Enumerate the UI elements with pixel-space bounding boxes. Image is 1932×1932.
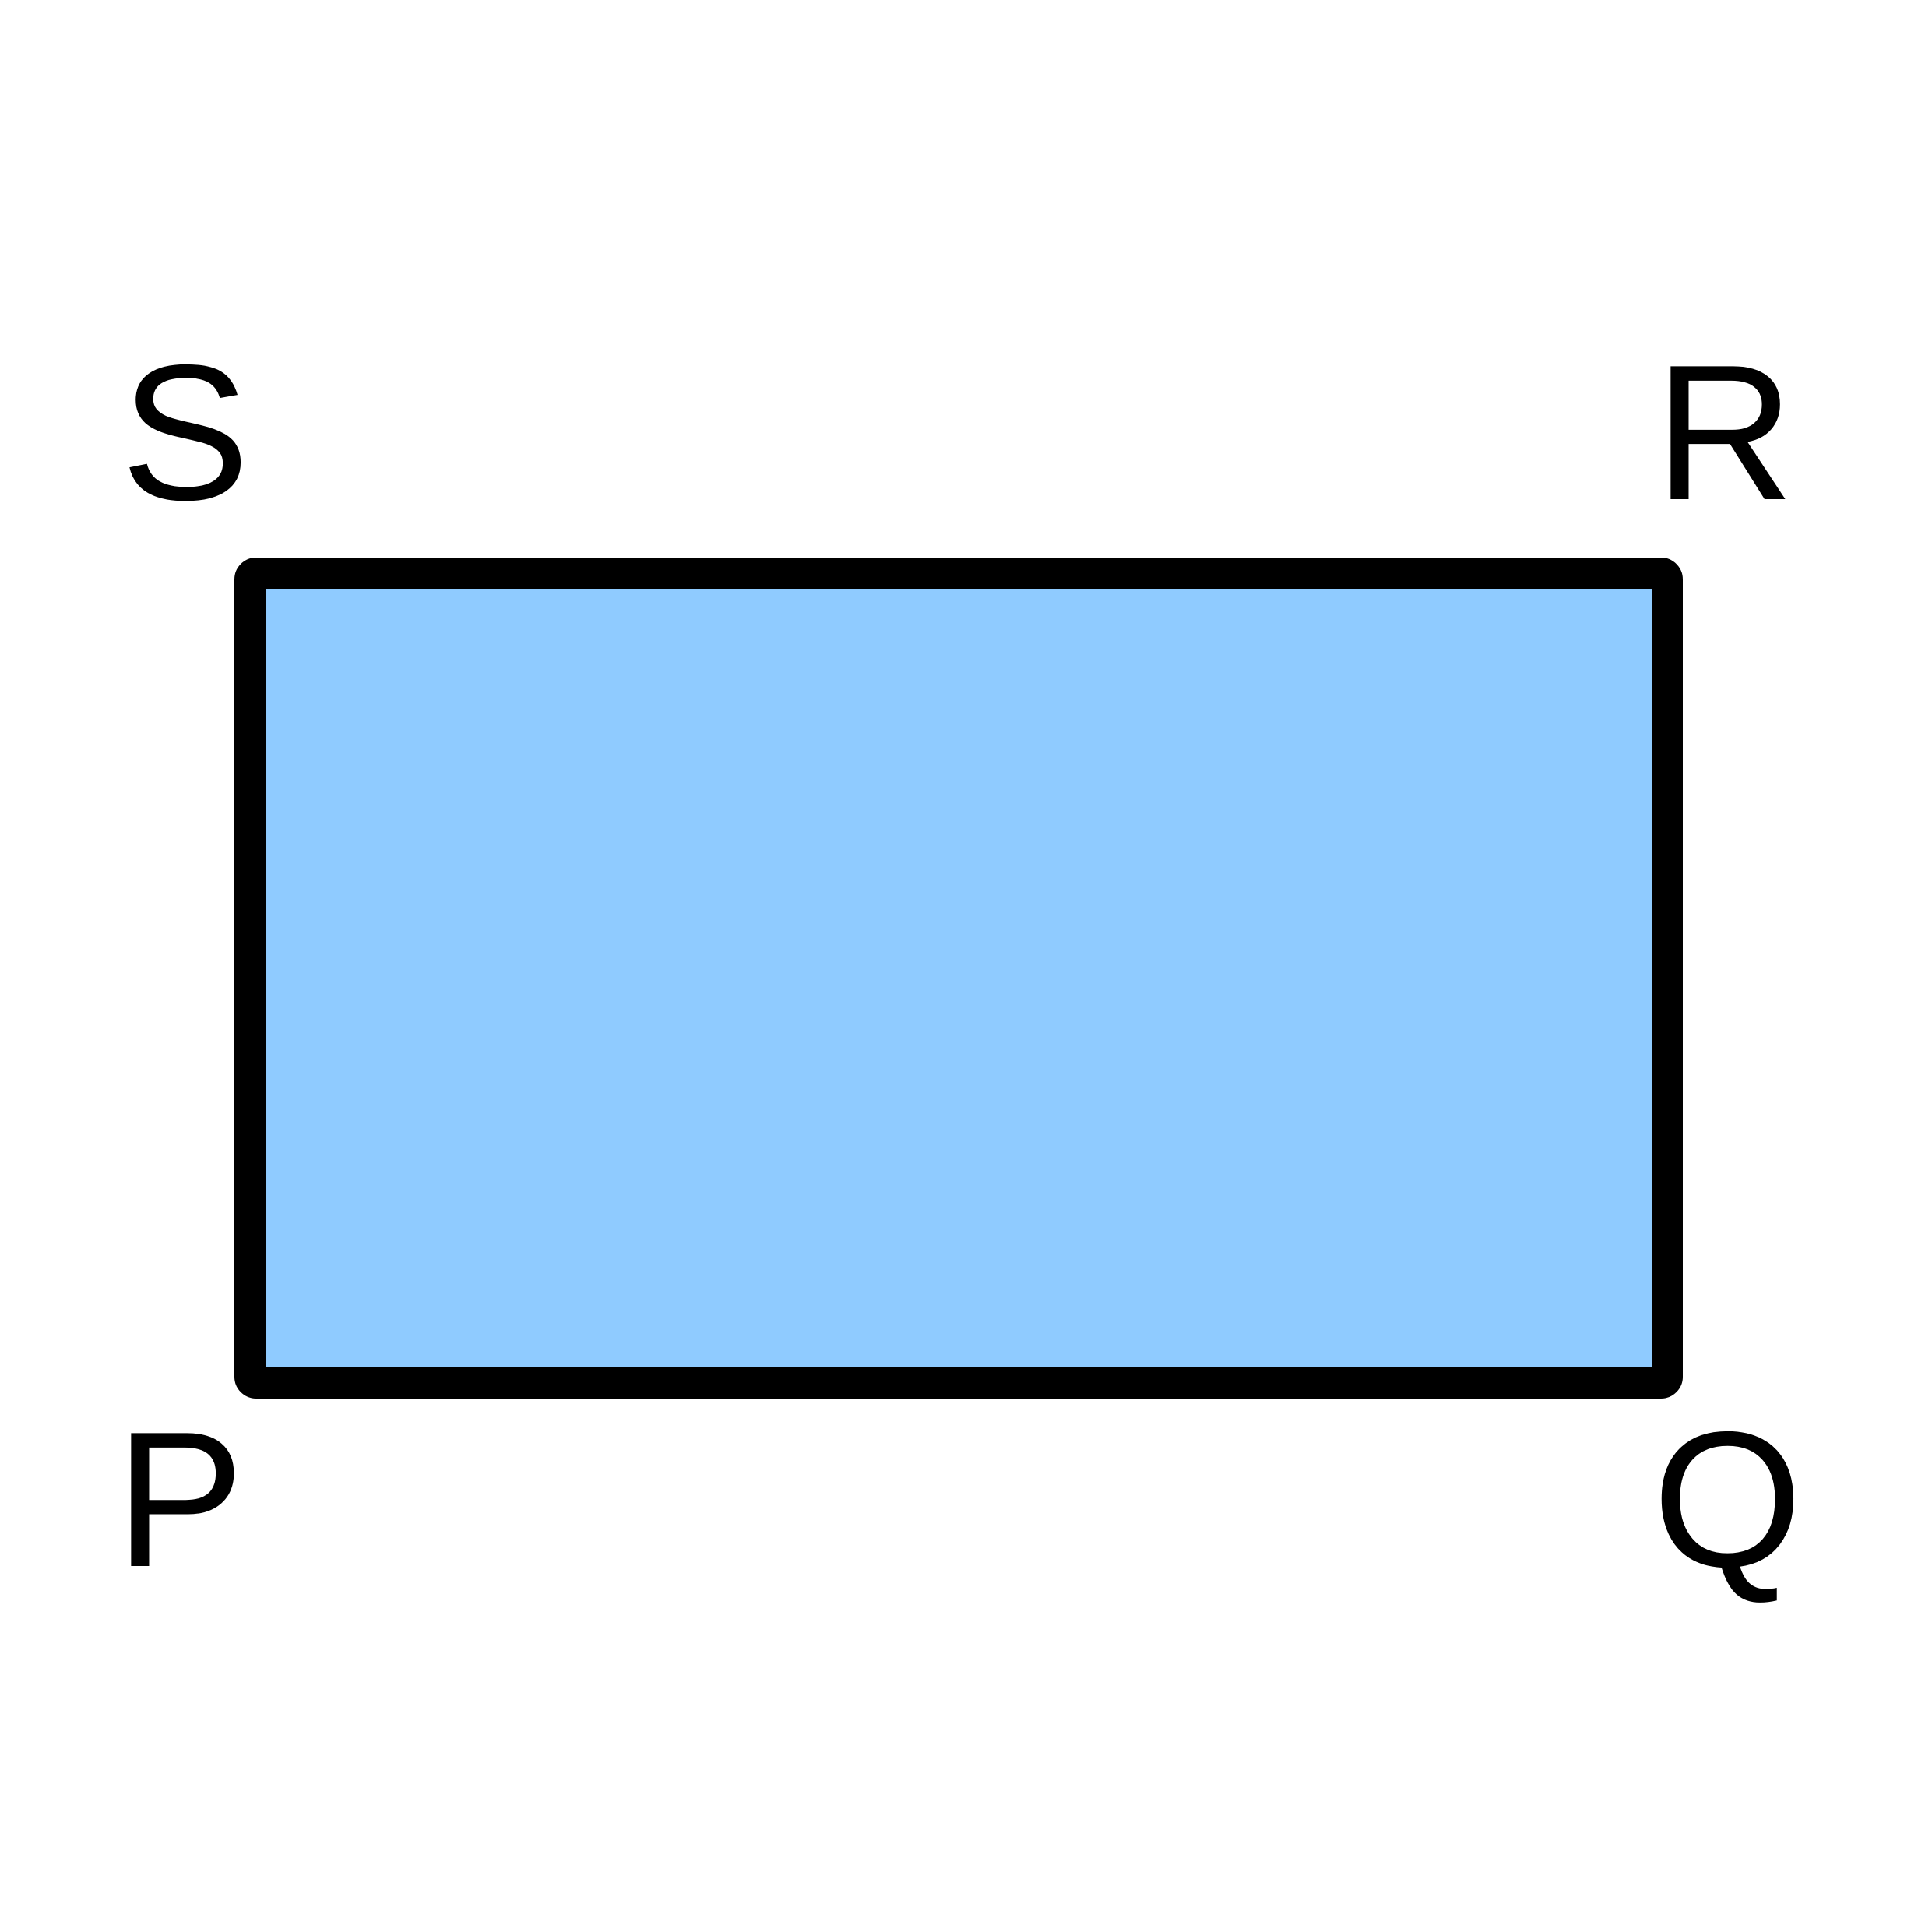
vertex-label-p: P bbox=[115, 1391, 244, 1607]
vertex-label-s: S bbox=[121, 324, 249, 540]
rectangle-pqrs bbox=[234, 558, 1683, 1399]
vertex-label-r: R bbox=[1655, 324, 1794, 540]
vertex-label-q: Q bbox=[1652, 1391, 1803, 1607]
